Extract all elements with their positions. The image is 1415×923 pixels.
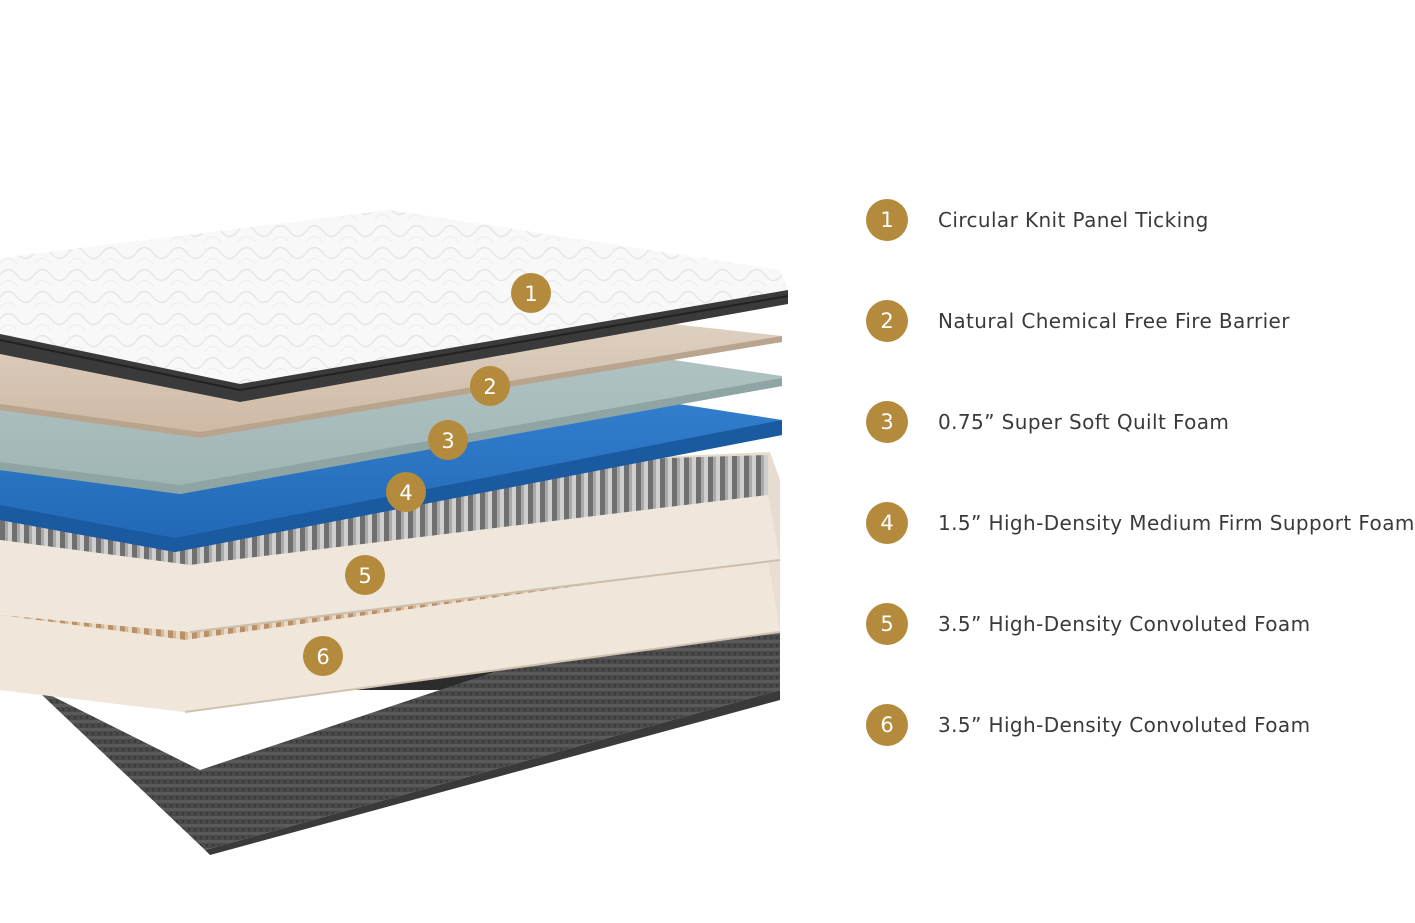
badge-number: 4 (399, 481, 412, 505)
layer-5-badge: 5 (345, 555, 385, 595)
legend-item: 4 1.5” High-Density Medium Firm Support … (866, 501, 1414, 545)
legend-label: 3.5” High-Density Convoluted Foam (938, 612, 1311, 636)
layer-badges: 1 2 3 4 5 6 (303, 273, 551, 676)
legend-label: 1.5” High-Density Medium Firm Support Fo… (938, 511, 1415, 535)
legend-item: 6 3.5” High-Density Convoluted Foam (866, 703, 1386, 747)
layer-legend: 1 Circular Knit Panel Ticking 2 Natural … (866, 0, 1414, 923)
legend-number-badge: 1 (866, 199, 908, 241)
legend-label: Natural Chemical Free Fire Barrier (938, 309, 1290, 333)
legend-item: 5 3.5” High-Density Convoluted Foam (866, 602, 1386, 646)
badge-circle (386, 472, 426, 512)
legend-number-badge: 4 (866, 502, 908, 544)
legend-number-badge: 2 (866, 300, 908, 342)
layer-4-badge: 4 (386, 472, 426, 512)
legend-number-badge: 3 (866, 401, 908, 443)
mattress-exploded-illustration: 1 2 3 4 5 6 (0, 210, 789, 855)
layer-1-knit-ticking (0, 210, 789, 402)
legend-item: 1 Circular Knit Panel Ticking (866, 198, 1386, 242)
layer-6-badge: 6 (303, 636, 343, 676)
badge-number: 1 (524, 282, 537, 306)
legend-label: Circular Knit Panel Ticking (938, 208, 1209, 232)
badge-circle (303, 636, 343, 676)
layer-3-badge: 3 (428, 420, 468, 460)
legend-item: 2 Natural Chemical Free Fire Barrier (866, 299, 1386, 343)
badge-circle (511, 273, 551, 313)
badge-number: 5 (358, 564, 371, 588)
badge-circle (345, 555, 385, 595)
badge-number: 6 (316, 645, 329, 669)
legend-number-badge: 6 (866, 704, 908, 746)
layer-1-badge: 1 (511, 273, 551, 313)
badge-number: 3 (441, 429, 454, 453)
legend-number-badge: 5 (866, 603, 908, 645)
badge-circle (428, 420, 468, 460)
legend-label: 3.5” High-Density Convoluted Foam (938, 713, 1311, 737)
badge-circle (470, 366, 510, 406)
legend-item: 3 0.75” Super Soft Quilt Foam (866, 400, 1386, 444)
layer-2-badge: 2 (470, 366, 510, 406)
badge-number: 2 (483, 375, 496, 399)
legend-label: 0.75” Super Soft Quilt Foam (938, 410, 1230, 434)
